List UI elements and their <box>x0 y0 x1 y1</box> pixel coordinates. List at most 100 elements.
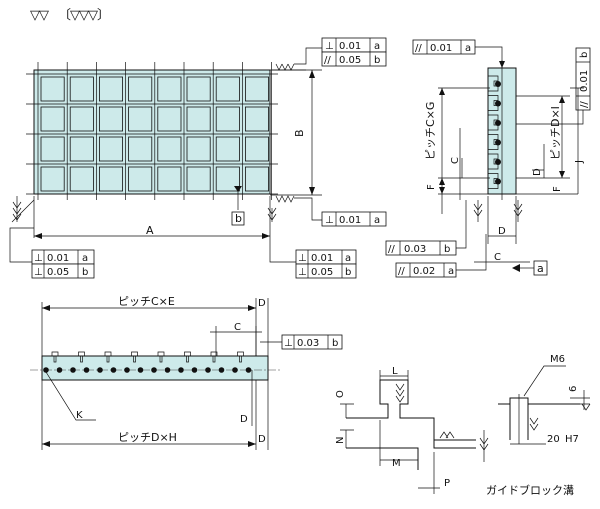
plan-grid-cell <box>186 136 211 162</box>
tol-ref-a: a <box>82 253 88 264</box>
pitch-CxG: ピッチC×G <box>424 102 437 160</box>
side-slot <box>488 173 499 189</box>
front-plate <box>30 351 280 381</box>
front-hole-dot <box>124 367 130 373</box>
guide-m6: M6 <box>550 354 565 365</box>
plan-grid-cell <box>128 106 153 132</box>
plan-grid-cell <box>40 76 65 102</box>
tol-par-symbol: // <box>415 43 422 54</box>
front-t-slot <box>104 351 112 363</box>
dim-C-front: C <box>234 322 241 333</box>
side-slot <box>488 95 499 111</box>
tol-value-003: 0.03 <box>297 338 319 349</box>
tol-perp-symbol: ⊥ <box>298 267 307 278</box>
dim-A: A <box>146 224 154 237</box>
front-view: ピッチC×E D C ⊥ 0.03 b K D ピッチD×H D <box>30 295 343 450</box>
dim-P: P <box>444 478 450 489</box>
dim-F-right: F <box>552 186 563 192</box>
tol-value-001: 0.01 <box>339 215 361 226</box>
tol-value-001: 0.01 <box>311 253 333 264</box>
plan-grid-cell <box>244 166 269 192</box>
pitch-CxE: ピッチC×E <box>118 295 175 308</box>
plan-grid-cell <box>215 166 240 192</box>
front-hole-dot <box>232 367 238 373</box>
plan-grid-cell <box>215 106 240 132</box>
plan-grid-cell <box>99 76 124 102</box>
dim-B: B <box>293 129 306 137</box>
front-t-slot <box>210 351 218 363</box>
side-slot <box>488 114 499 131</box>
front-t-slot <box>157 351 165 363</box>
tol-par-symbol: // <box>398 266 405 277</box>
tol-ref-b: b <box>579 52 590 58</box>
finish-symbol-left: ▽▽ <box>30 8 49 23</box>
side-hole-dot <box>495 139 501 146</box>
front-hole-dot <box>97 367 103 373</box>
tol-frame-side-bottom: // 0.03 b // 0.02 a <box>385 240 457 278</box>
front-hole-dot <box>218 367 225 373</box>
front-t-slot <box>184 351 191 363</box>
dim-C-side: C <box>450 157 461 164</box>
guide-block-slot: M6 6 20 H7 ガイドブロック溝 <box>486 354 591 497</box>
plan-grid-cell <box>69 76 94 102</box>
front-hole-dot <box>205 367 211 373</box>
dim-D-vertical: D <box>240 414 248 425</box>
tol-value-001: 0.01 <box>579 70 590 92</box>
pitch-DxI: ピッチD×I <box>549 106 562 160</box>
plan-grid-cell <box>69 136 94 162</box>
tol-frame-plan-top: ⊥ 0.01 a // 0.05 b <box>321 37 387 67</box>
front-hole-dot <box>83 367 90 373</box>
tol-ref-a: a <box>374 41 380 52</box>
dim-C-bottom: C <box>494 252 501 263</box>
plan-grid-cell <box>157 136 182 162</box>
plan-grid-cell <box>128 76 153 102</box>
plan-grid-cell <box>215 136 240 162</box>
front-hole-dot <box>43 367 49 373</box>
tol-ref-b: b <box>82 267 88 278</box>
dim-M: M <box>392 458 401 469</box>
side-hole-dot <box>495 81 501 87</box>
dim-D-top: D <box>258 298 266 309</box>
tol-perp-symbol: ⊥ <box>34 267 43 278</box>
finish-symbol-bracket: 〔▽▽▽〕 <box>58 8 109 23</box>
plan-grid-cell <box>157 76 182 102</box>
plan-grid-cell <box>69 166 94 192</box>
plan-grid-cell <box>40 106 65 132</box>
tol-ref-a: a <box>374 215 380 226</box>
side-slot <box>488 153 499 170</box>
guide-tol-h7: H7 <box>565 434 579 445</box>
front-t-slot <box>237 351 244 363</box>
plan-grid-cell <box>244 76 269 102</box>
plan-grid-cell <box>99 106 124 132</box>
dim-D-side: D <box>532 168 543 176</box>
side-slot <box>488 75 499 92</box>
front-hole-dot <box>151 367 157 373</box>
tol-ref-a: a <box>465 43 471 54</box>
front-hole-dot <box>191 367 198 373</box>
plan-grid-cell <box>40 166 65 192</box>
tol-ref-b: b <box>374 55 380 66</box>
dim-F-left: F <box>426 184 437 190</box>
plan-view: B A b <box>9 47 322 263</box>
plan-grid-cell <box>128 136 153 162</box>
datum-b-label: b <box>235 212 242 225</box>
side-hole-dot <box>495 178 501 185</box>
tol-perp-symbol: ⊥ <box>325 41 334 52</box>
tol-value-002: 0.02 <box>413 266 435 277</box>
guide-dim-20: 20 <box>547 434 560 445</box>
plan-grid-lines <box>26 62 278 200</box>
dim-J: J <box>574 160 585 164</box>
front-hole-dot <box>137 367 144 373</box>
side-slot <box>488 134 499 150</box>
side-hole-dot <box>495 100 501 107</box>
tol-value-005: 0.05 <box>47 267 69 278</box>
plan-grid-cell <box>186 106 211 132</box>
tol-perp-symbol: ⊥ <box>284 338 293 349</box>
plan-grid-cell <box>244 136 269 162</box>
plan-grid-cell <box>128 166 153 192</box>
guide-dim-6: 6 <box>568 386 579 392</box>
tol-ref-b: b <box>444 244 450 255</box>
tol-frame-plan-side: ⊥ 0.01 a <box>321 211 387 227</box>
front-hole-dot <box>245 367 252 373</box>
